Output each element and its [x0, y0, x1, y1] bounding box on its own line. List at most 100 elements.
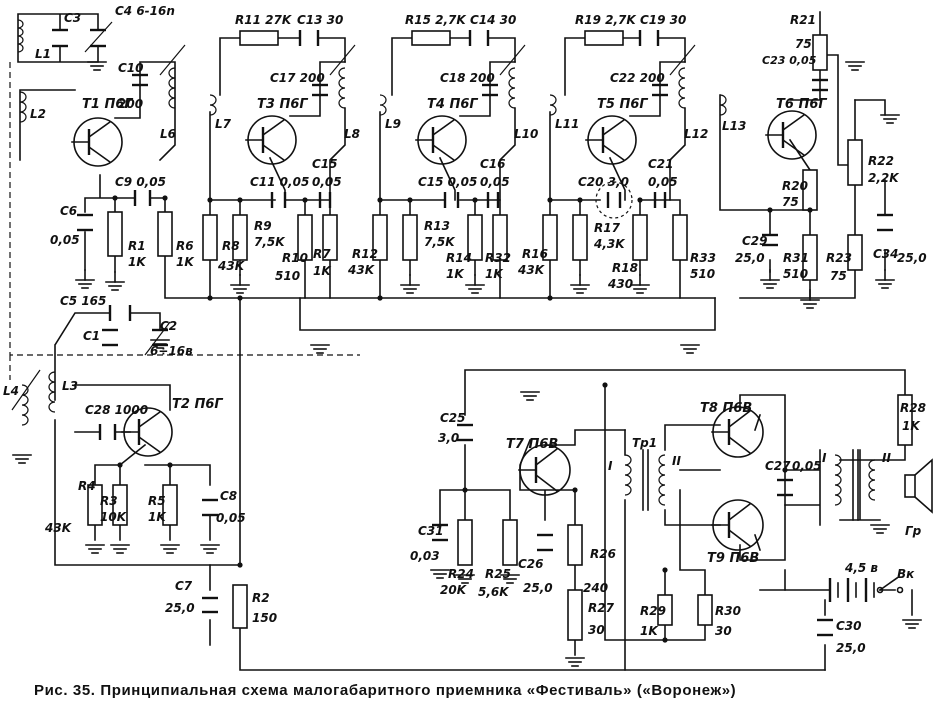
label-C1: C1	[83, 329, 100, 343]
label-R33-value: 510	[690, 267, 715, 281]
label-R17: R17	[594, 221, 621, 235]
label-R14-value: 1K	[446, 267, 465, 281]
label-R27: R27	[588, 601, 615, 615]
label-R1: R1	[128, 239, 146, 253]
label-R28: R28	[900, 401, 926, 415]
label-R6: R6	[176, 239, 194, 253]
inductors	[17, 19, 876, 506]
label-R25-value: 5,6K	[478, 585, 510, 599]
label-switch: Вк	[897, 567, 915, 581]
label-Tr2-winding-I: I	[822, 451, 827, 465]
label-R4: R4	[78, 479, 96, 493]
label-C21-value: 0,05	[648, 175, 678, 189]
label-R5: R5	[148, 494, 166, 508]
capacitors	[52, 21, 893, 637]
label-R29-value: 1K	[640, 624, 659, 638]
label-T8: T8 П6В	[700, 401, 752, 416]
label-R10-value: 510	[275, 269, 300, 283]
label-C26-value: 25,0	[523, 581, 553, 595]
transistors	[71, 110, 817, 551]
label-R8: R8	[222, 239, 240, 253]
label-R7-value: 1K	[313, 264, 332, 278]
label-C29: C29	[742, 234, 768, 248]
label-C31-value: 0,03	[410, 549, 440, 563]
label-C22: C22 200	[610, 71, 665, 85]
switch-icon	[876, 576, 904, 594]
label-C13: C13 30	[297, 13, 343, 27]
label-L7: L7	[215, 117, 232, 131]
label-C19: C19 30	[640, 13, 686, 27]
label-T7: T7 П6В	[506, 437, 558, 452]
label-C30-value: 25,0	[836, 641, 866, 655]
label-C7-value: 25,0	[165, 601, 195, 615]
label-Tr1: Тр1	[632, 436, 657, 450]
label-C15: C15	[312, 157, 338, 171]
label-speaker: Гр	[905, 524, 922, 538]
label-C17: C17 200	[270, 71, 325, 85]
label-R24: R24	[448, 567, 474, 581]
label-T3: T3 П6Г	[257, 97, 308, 112]
label-C3: C3	[64, 11, 81, 25]
label-C2-value: 6÷16в	[150, 344, 193, 358]
label-R32: R32	[485, 251, 511, 265]
label-R16: R16	[522, 247, 548, 261]
label-R23-value: 75	[830, 269, 847, 283]
label-L8: L8	[344, 127, 360, 141]
label-R23: R23	[826, 251, 852, 265]
label-R16-value: 43K	[517, 263, 546, 277]
label-R13: R13	[424, 219, 450, 233]
label-C25: C25	[440, 411, 466, 425]
label-C7: C7	[175, 579, 193, 593]
label-R29: R29	[640, 604, 666, 618]
label-C14: C14 30	[470, 13, 516, 27]
label-R11: R11 27K	[235, 13, 293, 27]
label-C27: C27	[765, 459, 791, 473]
label-Tr2-winding-II: II	[882, 451, 891, 465]
label-R14: R14	[446, 251, 472, 265]
junction-dots	[112, 195, 813, 643]
label-C5: C5 165	[60, 294, 106, 308]
label-C28: C28 1000	[85, 403, 148, 417]
label-R18-value: 430	[607, 277, 633, 291]
resistors	[87, 30, 913, 641]
dashed-coupling-line	[9, 62, 360, 380]
label-L13: L13	[722, 119, 746, 133]
label-R6-value: 1K	[176, 255, 195, 269]
radio-receiver-schematic: L1 C3 C4 6-16n L2 T1 П6Г C10 200 L6 C9 0…	[3, 4, 933, 671]
label-L4: L4	[3, 384, 19, 398]
label-C15-value: 0,05	[312, 175, 342, 189]
label-R9: R9	[254, 219, 272, 233]
label-Tr1-winding-II: II	[672, 454, 681, 468]
label-C20: C20 3,0	[578, 175, 629, 189]
label-R15: R15 2,7K	[405, 13, 467, 27]
label-R4-value: 43K	[44, 521, 73, 535]
label-battery: 4,5 в	[844, 561, 878, 575]
label-C6-value: 0,05	[50, 233, 80, 247]
label-T2: T2 П6Г	[172, 397, 223, 412]
label-R10: R10	[282, 251, 308, 265]
label-C4: C4 6-16n	[115, 4, 175, 18]
label-L11: L11	[555, 117, 579, 131]
label-C10: C10	[118, 61, 144, 75]
label-R5-value: 1K	[148, 510, 167, 524]
label-C29-value: 25,0	[735, 251, 765, 265]
label-T6: T6 П6Г	[776, 97, 827, 112]
label-T5: T5 П6Г	[597, 97, 648, 112]
figure-caption: Рис. 35. Принципиальная схема малогабари…	[34, 682, 737, 699]
label-C15b: C15 0,05	[418, 175, 477, 189]
label-C10-value: 200	[118, 97, 143, 111]
label-R28-value: 1K	[902, 419, 921, 433]
label-C11: C11 0,05	[250, 175, 309, 189]
label-R7: R7	[313, 247, 331, 261]
label-L6: L6	[160, 127, 176, 141]
label-R18: R18	[612, 261, 638, 275]
label-C16: C16	[480, 157, 506, 171]
speaker-icon	[904, 458, 933, 514]
label-C27-value: 0,05	[792, 459, 822, 473]
label-C16-value: 0,05	[480, 175, 510, 189]
label-R31-value: 510	[783, 267, 808, 281]
label-L2: L2	[30, 107, 46, 121]
label-R12: R12	[352, 247, 378, 261]
label-R26-value: 240	[583, 581, 608, 595]
label-R8-value: 43K	[217, 259, 246, 273]
